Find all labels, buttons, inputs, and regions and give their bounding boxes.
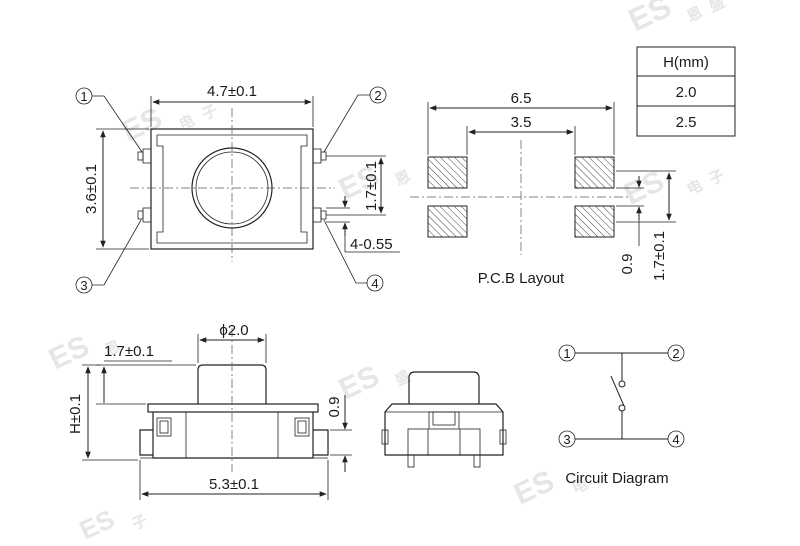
side-actuator-dim: ϕ2.0 bbox=[219, 322, 248, 339]
pcb-pad bbox=[574, 156, 615, 189]
side-lead bbox=[313, 429, 329, 456]
watermark-char: 盛 bbox=[706, 0, 727, 16]
pin-label: 1 bbox=[80, 89, 87, 104]
circuit-pin-label: 4 bbox=[672, 432, 679, 447]
watermark-brand: ES bbox=[75, 504, 119, 546]
top-lead-dim: 4-0.55 bbox=[350, 236, 393, 253]
watermark-char: 子 bbox=[200, 102, 221, 124]
watermark-char: 恩 bbox=[393, 168, 414, 190]
watermark-char: 电 bbox=[569, 475, 590, 498]
pcb-inner-dim: 3.5 bbox=[511, 114, 532, 131]
watermark-char: 子 bbox=[707, 167, 728, 189]
switch-lever bbox=[610, 375, 625, 407]
lead-tab bbox=[137, 210, 144, 220]
end-view bbox=[381, 371, 507, 468]
watermark-brand: ES bbox=[117, 102, 167, 149]
circuit-pin-label: 1 bbox=[563, 346, 570, 361]
circuit-pin-label: 2 bbox=[672, 346, 679, 361]
lead-tab bbox=[320, 210, 327, 220]
watermark-char: 子 bbox=[130, 512, 151, 534]
top-view: 4.7±0.1 3.6±0.1 1.7±0.1 4-0.55 1 2 3 4 bbox=[75, 83, 400, 294]
table-value: 2.0 bbox=[676, 84, 697, 101]
end-center-slot bbox=[428, 411, 460, 430]
pcb-layout-title: P.C.B Layout bbox=[478, 270, 565, 287]
side-length-dim: 5.3±0.1 bbox=[209, 476, 259, 493]
pin-label: 3 bbox=[80, 278, 87, 293]
pcb-pad bbox=[427, 205, 468, 238]
watermark-char: 盛 bbox=[392, 367, 413, 390]
circuit-pin-label: 3 bbox=[563, 432, 570, 447]
switch-contact bbox=[618, 380, 626, 388]
side-offset-dim: 1.7±0.1 bbox=[104, 343, 154, 360]
table-value: 2.5 bbox=[676, 114, 697, 131]
top-pitch-dim: 1.7±0.1 bbox=[363, 161, 380, 211]
top-height-dim: 3.6±0.1 bbox=[83, 164, 100, 214]
pcb-pad bbox=[574, 205, 615, 238]
top-view-inner-frame bbox=[156, 134, 308, 244]
switch-contact bbox=[618, 404, 626, 412]
side-body bbox=[152, 412, 314, 459]
side-cover bbox=[147, 403, 319, 413]
lead-tab bbox=[142, 148, 152, 164]
side-lead bbox=[139, 429, 153, 456]
top-width-dim: 4.7±0.1 bbox=[207, 83, 257, 100]
lead-tab bbox=[142, 207, 152, 223]
pcb-layout: 6.5 3.5 1.7±0.1 0.9 P.C.B Layout bbox=[410, 90, 676, 287]
lead-tab bbox=[137, 151, 144, 161]
circuit-title: Circuit Diagram bbox=[565, 470, 668, 487]
watermark-brand: ES bbox=[509, 465, 559, 512]
pin-label: 4 bbox=[371, 276, 378, 291]
end-actuator bbox=[408, 371, 480, 404]
side-height-dim: H±0.1 bbox=[67, 394, 84, 434]
lead-tab bbox=[320, 151, 327, 161]
watermark-char: 恩 bbox=[103, 338, 124, 360]
pcb-outer-dim: 6.5 bbox=[511, 90, 532, 107]
table-cell bbox=[636, 105, 736, 137]
lead-tab bbox=[312, 207, 322, 223]
watermark-char: 电 bbox=[684, 176, 705, 199]
pcb-pad bbox=[427, 156, 468, 189]
circuit-diagram: 1 2 3 4 Circuit Diagram bbox=[558, 344, 685, 487]
pin-label: 2 bbox=[374, 88, 381, 103]
watermark-brand: ES bbox=[44, 330, 94, 377]
pcb-pad-dim: 0.9 bbox=[619, 254, 636, 275]
table-header: H(mm) bbox=[663, 54, 709, 71]
height-table: H(mm) 2.0 2.5 bbox=[636, 46, 736, 137]
side-base-dim: 0.9 bbox=[326, 397, 343, 418]
watermark-char: 恩 bbox=[685, 4, 706, 26]
watermark-char: 电 bbox=[176, 111, 197, 134]
lead-tab bbox=[312, 148, 322, 164]
pcb-pitch-dim: 1.7±0.1 bbox=[651, 231, 668, 281]
side-view: ϕ2.0 1.7±0.1 H±0.1 0.9 5.3±0.1 bbox=[67, 322, 352, 500]
watermark-brand: ES bbox=[623, 0, 677, 38]
